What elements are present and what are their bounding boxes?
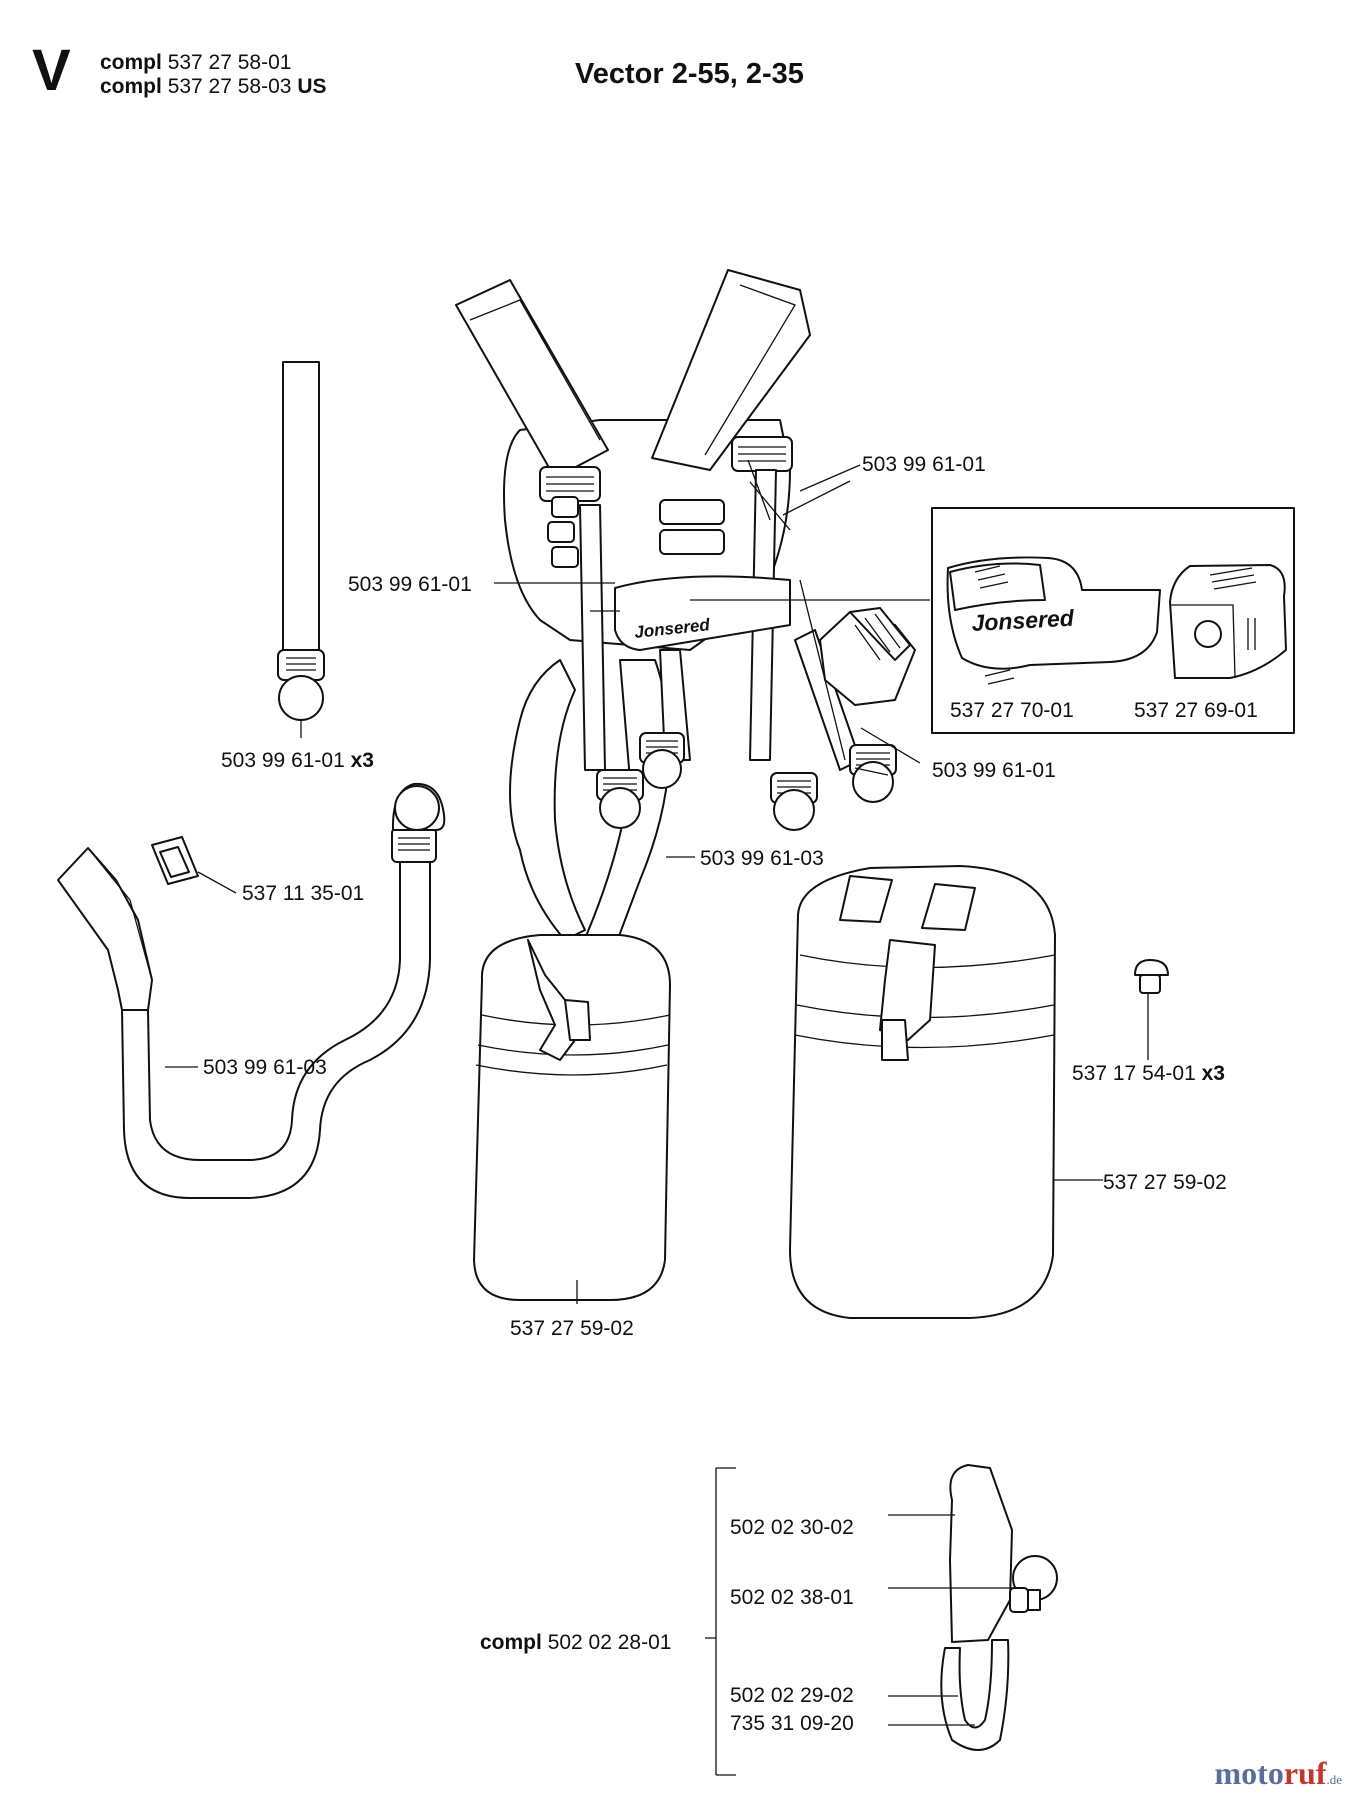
compl-number-2: 537 27 58-03 <box>167 75 292 98</box>
bag-right-illustration <box>789 865 1103 1319</box>
diagram-title: Vector 2-55, 2-35 <box>575 58 804 90</box>
label-hook-3: 502 02 29-02 <box>730 1684 854 1707</box>
label-hose-strap: 503 99 61-03 <box>203 1056 327 1079</box>
shoulder-pad-inset: Jonsered <box>931 507 1295 734</box>
label-hook-2: 502 02 38-01 <box>730 1586 854 1609</box>
label-harness-right: 503 99 61-01 <box>932 759 1056 782</box>
single-strap-illustration <box>277 361 325 738</box>
hook-illustration <box>705 1464 1058 1776</box>
pad-brand-text: Jonsered <box>971 605 1075 636</box>
harness-illustration: Jonsered <box>455 269 930 961</box>
label-strap-single-qty: x3 <box>350 749 374 772</box>
label-strap-single: 503 99 61-01 x3 <box>221 750 374 771</box>
label-hook-compl: compl 502 02 28-01 <box>480 1632 671 1653</box>
label-screw: 537 17 54-01 x3 <box>1072 1063 1225 1084</box>
label-screw-qty: x3 <box>1201 1062 1225 1085</box>
watermark-part-1: moto <box>1214 1755 1284 1791</box>
watermark-part-3: .de <box>1326 1772 1342 1787</box>
hose-strap-illustration <box>57 782 446 1199</box>
compl-word-1: compl <box>100 51 162 74</box>
section-letter: V <box>32 38 71 103</box>
watermark-part-2: ruf <box>1283 1755 1327 1791</box>
label-strap-single-number: 503 99 61-01 <box>221 749 345 772</box>
compl-word-2: compl <box>100 75 162 98</box>
label-hook-compl-word: compl <box>480 1631 542 1654</box>
buckle-illustration <box>151 836 237 894</box>
compl-line-2: compl 537 27 58-03 US <box>100 76 327 97</box>
label-buckle: 537 11 35-01 <box>242 882 365 905</box>
label-pad-right: 537 27 69-01 <box>1134 699 1258 722</box>
watermark-logo: motoruf.de <box>1215 1755 1343 1792</box>
label-hook-compl-number: 502 02 28-01 <box>547 1631 672 1654</box>
compl-number-1: 537 27 58-01 <box>167 51 292 74</box>
label-bag-right: 537 27 59-02 <box>1103 1171 1227 1194</box>
label-screw-number: 537 17 54-01 <box>1072 1062 1196 1085</box>
label-harness-center: 503 99 61-03 <box>700 847 824 870</box>
screw-illustration <box>1134 959 1169 1060</box>
label-bag-left: 537 27 59-02 <box>510 1317 634 1340</box>
label-hook-4: 735 31 09-20 <box>730 1712 854 1735</box>
label-harness-left: 503 99 61-01 <box>348 573 472 596</box>
compl-suffix-us: US <box>297 75 327 98</box>
compl-line-1: compl 537 27 58-01 <box>100 52 291 73</box>
label-hook-1: 502 02 30-02 <box>730 1516 854 1539</box>
bag-left-illustration <box>473 934 671 1304</box>
label-pad-left: 537 27 70-01 <box>950 699 1074 722</box>
label-harness-top-right: 503 99 61-01 <box>862 453 986 476</box>
